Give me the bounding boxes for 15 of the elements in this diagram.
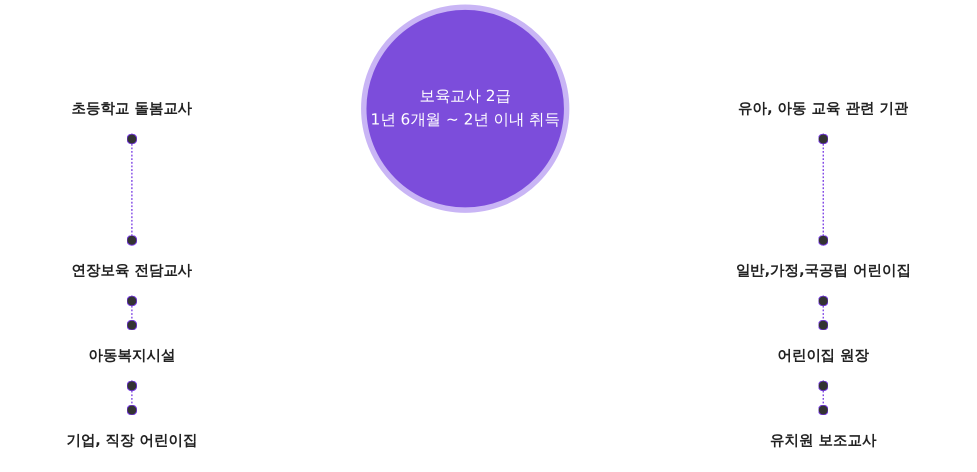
connector <box>126 380 138 416</box>
node-text: 유치원 보조교사 <box>770 431 876 449</box>
node-text: 어린이집 원장 <box>777 346 870 364</box>
connector <box>818 380 829 416</box>
connector <box>126 295 138 332</box>
node-text: 연장보육 전담교사 <box>72 262 192 279</box>
node-text: 유아, 아동 교육 관련 기관 <box>738 100 908 117</box>
node-text: 초등학교 돌봄교사 <box>72 100 192 117</box>
node-circle: 보육교사 2급 1년 6개월 ~ 2년 이내 취득 <box>361 4 570 213</box>
node-text: 아동복지시설 <box>88 346 176 364</box>
connector <box>818 133 829 246</box>
connector <box>126 133 138 246</box>
node-text: 일반,가정,국공립 어린이집 <box>736 262 911 279</box>
connector <box>818 295 829 332</box>
node-text: 기업, 직장 어린이집 <box>66 431 198 449</box>
